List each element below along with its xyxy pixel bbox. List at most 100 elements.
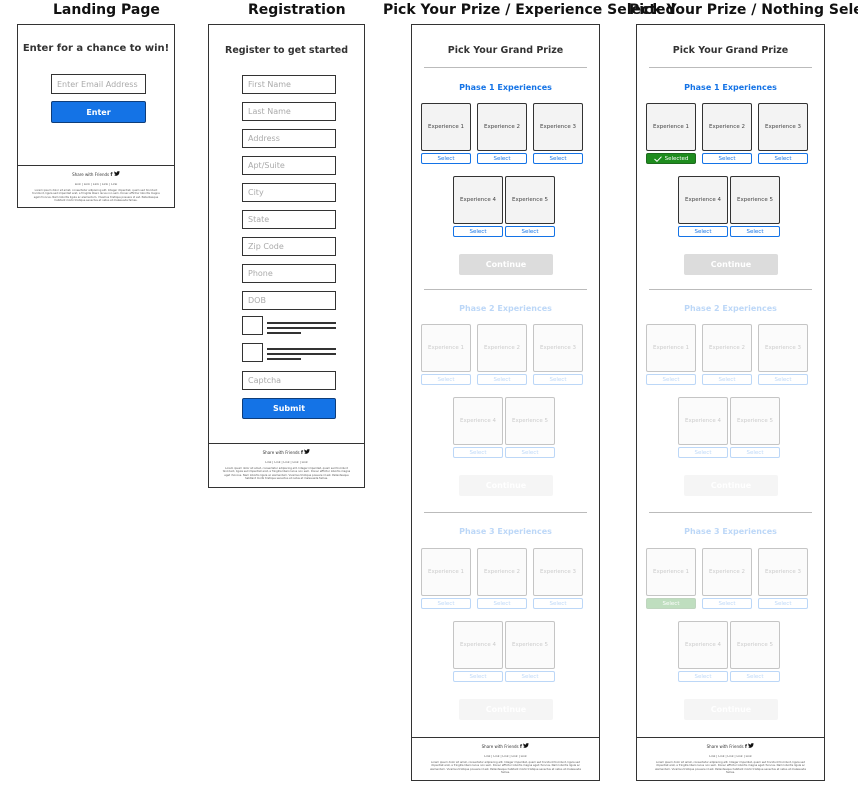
footer-link[interactable]: Link (265, 460, 272, 464)
experience-5-card: Experience 5 (730, 621, 780, 669)
select-button: Select (646, 374, 696, 385)
divider (424, 67, 587, 68)
footer-link[interactable]: Link (74, 182, 81, 186)
facebook-icon[interactable]: f (744, 744, 748, 750)
experience-1-card[interactable]: Experience 1 (421, 103, 471, 151)
footer-link[interactable]: Link (718, 754, 725, 758)
landing-page-title: Landing Page (53, 2, 160, 18)
footer-link[interactable]: Link (520, 754, 527, 758)
continue-button[interactable]: Continue (459, 254, 553, 275)
footer-link[interactable]: Link (511, 754, 518, 758)
select-button[interactable]: Select (678, 226, 728, 237)
share-text: Share with Friends (72, 172, 110, 177)
legal-text: Lorem ipsum dolor sit amet, consectetur … (222, 467, 351, 481)
checkbox-1[interactable] (242, 316, 263, 335)
footer-link[interactable]: Link (484, 754, 491, 758)
legal-text: Lorem ipsum dolor sit amet, consectetur … (430, 761, 581, 775)
city-field[interactable]: City (242, 183, 336, 202)
submit-button[interactable]: Submit (242, 398, 336, 419)
footer-links: Link | Link | Link | Link | Link (265, 460, 308, 464)
facebook-icon[interactable]: f (519, 744, 523, 750)
twitter-icon[interactable] (523, 743, 530, 748)
divider (424, 289, 587, 290)
select-button[interactable]: Select (421, 153, 471, 164)
divider (649, 289, 812, 290)
state-field[interactable]: State (242, 210, 336, 229)
zip-code-field[interactable]: Zip Code (242, 237, 336, 256)
footer-link[interactable]: Link (727, 754, 734, 758)
footer-link[interactable]: Link (709, 754, 716, 758)
continue-button: Continue (684, 475, 778, 496)
legal-text: Lorem ipsum dolor sit amet, consectetur … (32, 189, 160, 203)
apt-suite-field[interactable]: Apt/Suite (242, 156, 336, 175)
footer-link[interactable]: Link (745, 754, 752, 758)
facebook-icon[interactable]: f (110, 172, 113, 178)
experience-4-card: Experience 4 (453, 621, 503, 669)
registration-frame: Register to get started First Name Last … (208, 24, 365, 488)
select-button[interactable]: Select (477, 153, 527, 164)
enter-button[interactable]: Enter (51, 101, 146, 123)
footer-link[interactable]: Link (301, 460, 308, 464)
footer-link[interactable]: Link (83, 182, 90, 186)
footer-link[interactable]: Link (292, 460, 299, 464)
experience-5-card[interactable]: Experience 5 (505, 176, 555, 224)
share-row: Share with Friends f (18, 171, 174, 178)
footer-link[interactable]: Link (493, 754, 500, 758)
landing-page-frame: Enter for a chance to win! Enter Email A… (17, 24, 175, 208)
select-button[interactable]: Select (533, 153, 583, 164)
experience-5-card: Experience 5 (505, 621, 555, 669)
footer-link[interactable]: Link (502, 754, 509, 758)
experience-5-card[interactable]: Experience 5 (730, 176, 780, 224)
select-button[interactable]: Select (758, 153, 808, 164)
address-field[interactable]: Address (242, 129, 336, 148)
footer-link[interactable]: Link (283, 460, 290, 464)
footer-link[interactable]: Link (111, 182, 118, 186)
select-button: Select (730, 447, 780, 458)
first-name-field[interactable]: First Name (242, 75, 336, 94)
footer-link[interactable]: Link (736, 754, 743, 758)
footer-link[interactable]: Link (102, 182, 109, 186)
twitter-icon[interactable] (304, 449, 311, 454)
select-button[interactable]: Select (453, 226, 503, 237)
select-button: Select (505, 671, 555, 682)
footer-link[interactable]: Link (274, 460, 281, 464)
experience-3-card[interactable]: Experience 3 (533, 103, 583, 151)
experience-3-card: Experience 3 (758, 324, 808, 372)
experience-4-card[interactable]: Experience 4 (678, 176, 728, 224)
selected-label: Selected (664, 155, 689, 162)
phase-2-title: Phase 2 Experiences (684, 304, 777, 313)
experience-2-card[interactable]: Experience 2 (477, 103, 527, 151)
twitter-icon[interactable] (748, 743, 755, 748)
select-button[interactable]: Select (730, 226, 780, 237)
select-button[interactable]: Select (505, 226, 555, 237)
email-input[interactable]: Enter Email Address (51, 74, 146, 94)
selected-button[interactable]: Selected (646, 153, 696, 164)
continue-button[interactable]: Continue (684, 254, 778, 275)
last-name-field[interactable]: Last Name (242, 102, 336, 121)
experience-2-card[interactable]: Experience 2 (702, 103, 752, 151)
experience-4-card[interactable]: Experience 4 (453, 176, 503, 224)
dob-field[interactable]: DOB (242, 291, 336, 310)
footer: Share with Friends f Link | Link | Link … (412, 737, 599, 780)
select-button: Select (678, 447, 728, 458)
continue-button: Continue (459, 475, 553, 496)
experience-1-card[interactable]: Experience 1 (646, 103, 696, 151)
checkbox-1-label-line (267, 332, 301, 334)
experience-4-card: Experience 4 (678, 621, 728, 669)
experience-1-card: Experience 1 (646, 324, 696, 372)
experience-3-card: Experience 3 (533, 548, 583, 596)
experience-3-card[interactable]: Experience 3 (758, 103, 808, 151)
phase-1-title: Phase 1 Experiences (684, 83, 777, 92)
checkbox-2[interactable] (242, 343, 263, 362)
footer-link[interactable]: Link (92, 182, 100, 186)
divider (649, 512, 812, 513)
phone-field[interactable]: Phone (242, 264, 336, 283)
select-button: Select (702, 374, 752, 385)
continue-button: Continue (459, 699, 553, 720)
facebook-icon[interactable]: f (300, 450, 304, 456)
select-button: Select (421, 598, 471, 609)
select-button[interactable]: Select (702, 153, 752, 164)
footer: Share with Friends f Link | Link | Link … (18, 165, 174, 207)
captcha-field[interactable]: Captcha (242, 371, 336, 390)
twitter-icon[interactable] (113, 171, 120, 176)
